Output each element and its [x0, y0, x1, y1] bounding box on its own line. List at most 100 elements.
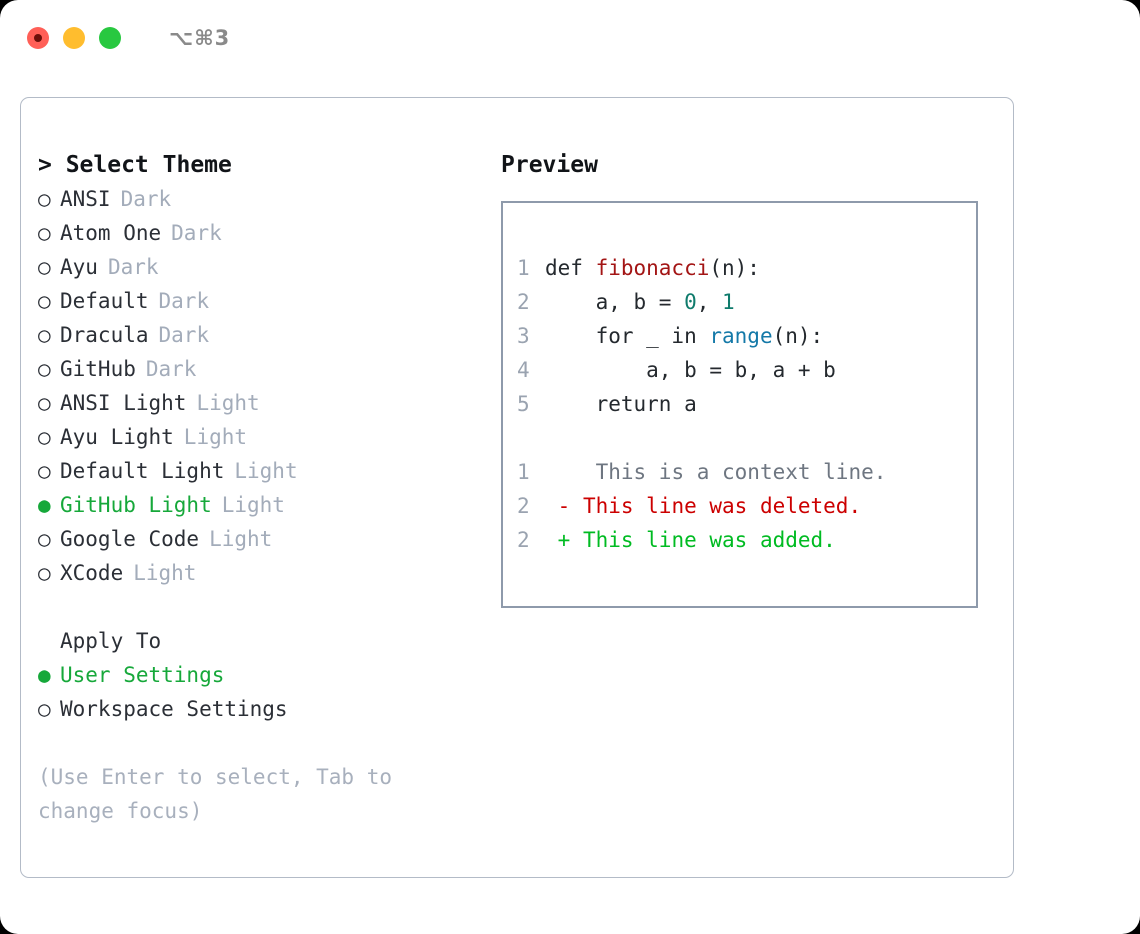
line-number: 1 [517, 256, 530, 280]
radio-unselected-icon: ○ [38, 425, 51, 449]
keyboard-shortcut-label: ⌥⌘3 [169, 26, 231, 50]
theme-option-tag: Light [234, 459, 298, 483]
code-token-num: 0 [684, 290, 697, 314]
radio-unselected-icon: ○ [38, 527, 51, 551]
diff-text: This line was deleted. [570, 494, 862, 518]
theme-option-ayu[interactable]: ○ Ayu Dark [38, 250, 478, 284]
theme-option-label: ANSI [60, 187, 111, 211]
radio-unselected-icon: ○ [38, 221, 51, 245]
line-number: 5 [517, 392, 530, 416]
code-token-plain: a, b = [545, 290, 685, 314]
diff-marker [545, 455, 570, 489]
apply-to-option-workspace-settings[interactable]: ○ Workspace Settings [38, 692, 478, 726]
diff-line-add: 2 + This line was added. [517, 523, 970, 557]
code-line: 4 a, b = b, a + b [517, 353, 970, 387]
theme-option-tag: Light [133, 561, 197, 585]
list-spacer [38, 590, 478, 624]
keyboard-hint-text: (Use Enter to select, Tab to change focu… [38, 765, 393, 823]
apply-to-option-label: Workspace Settings [60, 697, 288, 721]
theme-option-label: Ayu Light [60, 425, 174, 449]
apply-to-list[interactable]: ● User Settings ○ Workspace Settings [38, 658, 478, 726]
code-token-plain: a, b = b, a + b [545, 358, 836, 382]
theme-option-tag: Light [209, 527, 273, 551]
diff-line-ctx: 1 This is a context line. [517, 455, 970, 489]
radio-unselected-icon: ○ [38, 187, 51, 211]
code-token-plain: for _ in [545, 324, 710, 348]
theme-option-label: GitHub [60, 357, 136, 381]
theme-option-tag: Dark [107, 255, 159, 279]
apply-to-heading: Apply To [60, 629, 162, 653]
theme-option-label: Ayu [60, 255, 98, 279]
code-token-plain: , [696, 290, 723, 314]
theme-option-github[interactable]: ○ GitHub Dark [38, 352, 478, 386]
code-token-plain: (n): [709, 256, 760, 280]
radio-unselected-icon: ○ [38, 289, 51, 313]
radio-selected-icon: ● [38, 493, 51, 517]
radio-unselected-icon: ○ [38, 323, 51, 347]
line-number: 3 [517, 324, 530, 348]
close-icon[interactable] [27, 27, 49, 49]
diff-text: This line was added. [570, 528, 836, 552]
diff-marker: + [545, 528, 571, 552]
line-number: 2 [517, 528, 530, 552]
select-theme-heading: > Select Theme [38, 152, 232, 178]
code-token-plain: def [545, 256, 596, 280]
theme-option-tag: Light [196, 391, 260, 415]
theme-option-ansi-light[interactable]: ○ ANSI Light Light [38, 386, 478, 420]
line-number: 2 [517, 494, 530, 518]
code-line: 5 return a [517, 387, 970, 421]
maximize-icon[interactable] [99, 27, 121, 49]
theme-option-label: Default Light [60, 459, 225, 483]
line-number: 2 [517, 290, 530, 314]
theme-option-atom-one[interactable]: ○ Atom One Dark [38, 216, 478, 250]
minimize-icon[interactable] [63, 27, 85, 49]
diff-line-del: 2 - This line was deleted. [517, 489, 970, 523]
theme-option-label: Default [60, 289, 149, 313]
radio-unselected-icon: ○ [38, 561, 51, 585]
theme-option-tag: Dark [158, 289, 210, 313]
preview-heading: Preview [501, 152, 598, 178]
diff-text: This is a context line. [570, 460, 887, 484]
code-token-plain: (n): [772, 324, 824, 348]
window-controls [27, 27, 121, 49]
theme-option-ansi[interactable]: ○ ANSI Dark [38, 182, 478, 216]
line-number: 4 [517, 358, 530, 382]
theme-option-default[interactable]: ○ Default Dark [38, 284, 478, 318]
radio-unselected-icon: ○ [38, 391, 51, 415]
diff-marker: - [545, 494, 571, 518]
theme-option-tag: Light [221, 493, 285, 517]
code-token-num: 1 [722, 290, 735, 314]
theme-option-label: ANSI Light [60, 391, 187, 415]
code-line: 2 a, b = 0, 1 [517, 285, 970, 319]
code-line: 3 for _ in range(n): [517, 319, 970, 353]
radio-unselected-icon: ○ [38, 697, 51, 721]
theme-option-github-light[interactable]: ● GitHub Light Light [38, 488, 478, 522]
radio-unselected-icon: ○ [38, 255, 51, 279]
apply-to-option-user-settings[interactable]: ● User Settings [38, 658, 478, 692]
radio-unselected-icon: ○ [38, 357, 51, 381]
theme-option-tag: Dark [145, 357, 197, 381]
apply-to-option-label: User Settings [60, 663, 225, 687]
theme-option-label: GitHub Light [60, 493, 212, 517]
code-diff-spacer [517, 421, 970, 455]
theme-option-tag: Dark [171, 221, 222, 245]
line-number: 1 [517, 460, 530, 484]
radio-selected-icon: ● [38, 663, 51, 687]
theme-option-label: Atom One [60, 221, 162, 245]
theme-option-label: Dracula [60, 323, 149, 347]
theme-option-tag: Dark [120, 187, 172, 211]
